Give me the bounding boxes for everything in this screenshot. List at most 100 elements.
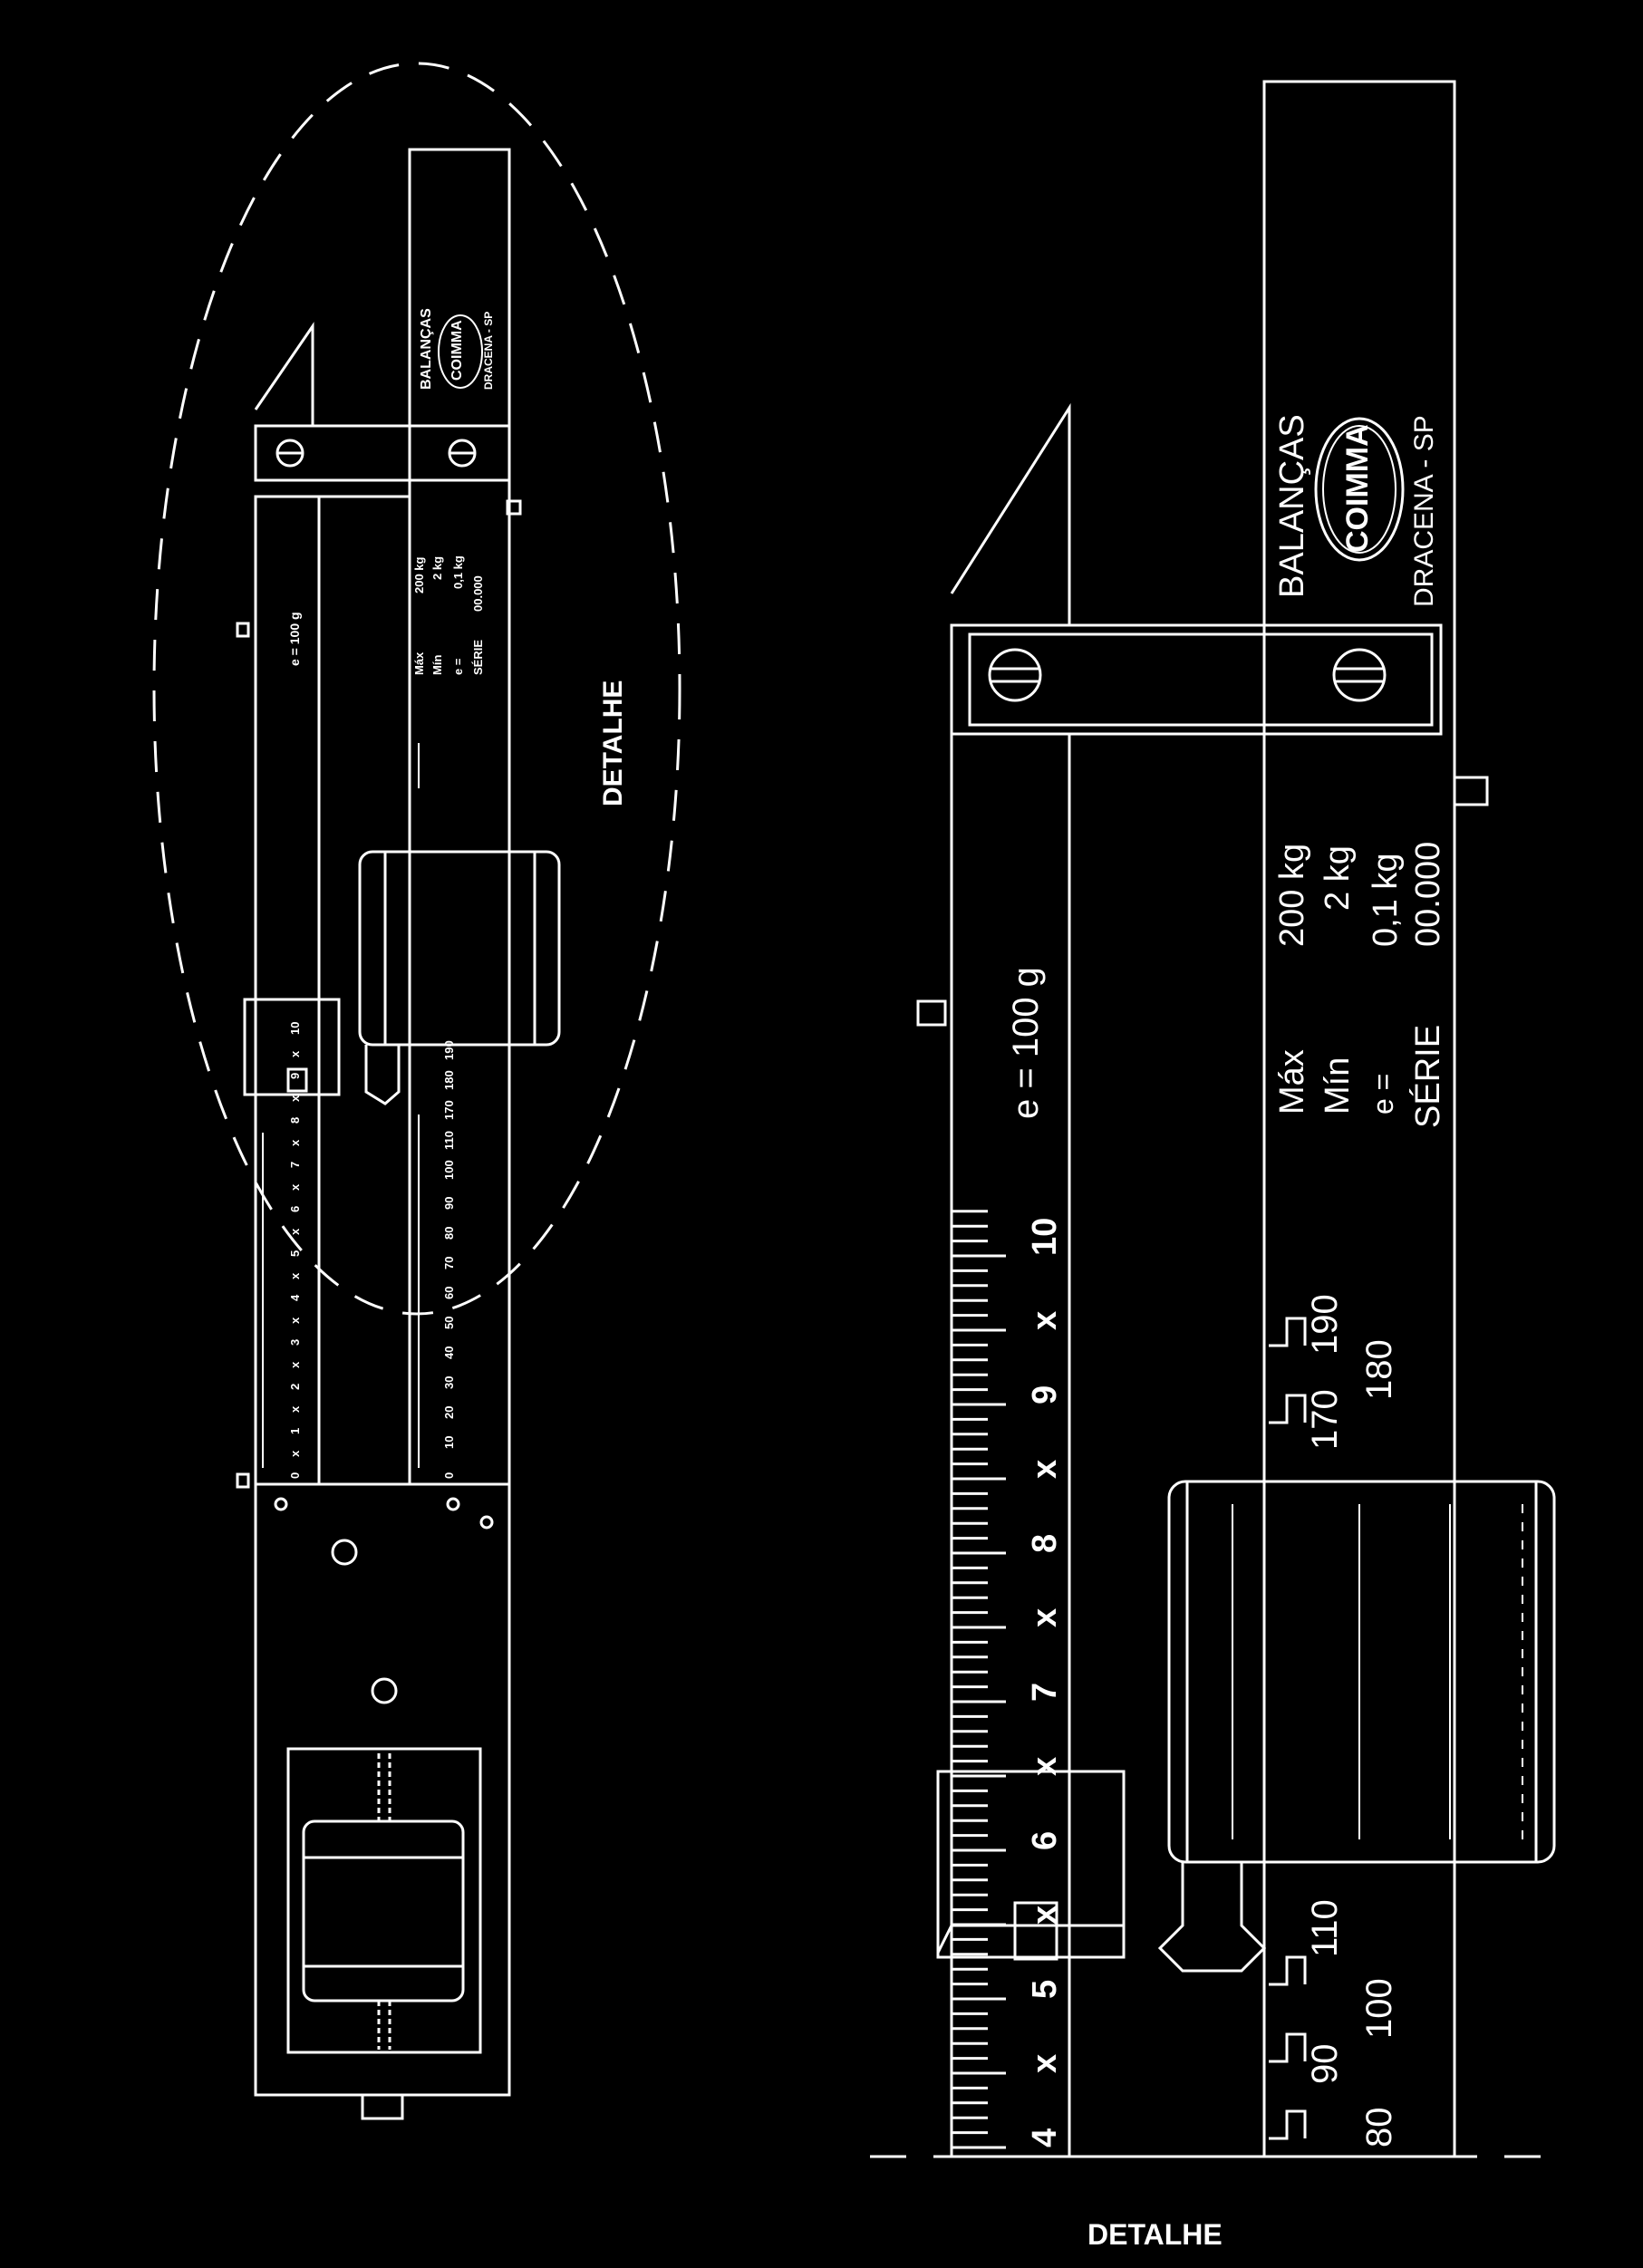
small-fine-scale-number: x xyxy=(288,1228,302,1235)
small-fine-scale-number: 6 xyxy=(288,1205,302,1212)
coarse-notch xyxy=(1269,2109,1307,2140)
brand-oval-icon xyxy=(438,314,483,389)
fine-division-label: e = 100 g xyxy=(1006,967,1046,1119)
small-fine-scale-number: x xyxy=(288,1183,302,1191)
spec-min-value: 2 kg xyxy=(1319,845,1357,911)
fine-scale-number: x xyxy=(1026,1905,1064,1925)
small-coarse-scale-number: 180 xyxy=(442,1070,456,1090)
coarse-scale-number: 170 xyxy=(1305,1389,1345,1450)
spec-max-label: Máx xyxy=(1273,1049,1311,1115)
small-coarse-scale-number: 80 xyxy=(442,1226,456,1240)
small-spec-serie-value: 00.000 xyxy=(471,575,485,612)
small-spec-max-value: 200 kg xyxy=(412,556,426,594)
spec-serie-value: 00.000 xyxy=(1409,841,1447,947)
spec-serie-label: SÉRIE xyxy=(1409,1024,1447,1128)
fine-scale-number: x xyxy=(1026,1310,1064,1330)
plate-beam xyxy=(1262,80,1456,2158)
bottom-detail-caption: DETALHE xyxy=(1087,2218,1223,2251)
coarse-beam-small xyxy=(408,148,511,1486)
screw-icon xyxy=(988,648,1042,702)
small-fine-scale-number: 10 xyxy=(288,1021,302,1035)
fine-scale-number: 10 xyxy=(1026,1217,1064,1256)
small-coarse-scale-number: 40 xyxy=(442,1346,456,1359)
clamp-bar xyxy=(254,424,511,482)
small-coarse-scale-number: 20 xyxy=(442,1405,456,1419)
small-coarse-scale-number: 60 xyxy=(442,1286,456,1299)
plate-brand: COIMMA xyxy=(1340,424,1375,553)
fine-scale-number: 4 xyxy=(1026,2128,1064,2147)
coarse-notch xyxy=(1269,1955,1307,1986)
coarse-scale-number: 190 xyxy=(1305,1294,1345,1355)
small-fine-scale-number: x xyxy=(288,1317,302,1324)
small-fine-scale-number: 5 xyxy=(288,1250,302,1257)
small-fine-scale-number: x xyxy=(288,1272,302,1279)
small-fine-division: e = 100 g xyxy=(287,612,302,666)
small-fine-scale-number: x xyxy=(288,1405,302,1413)
fine-scale-number: x xyxy=(1026,2053,1064,2073)
fine-scale-number: 7 xyxy=(1026,1682,1064,1702)
pointer-icon xyxy=(254,322,314,426)
small-fine-scale-number: 4 xyxy=(288,1294,302,1301)
fine-scale-number: x xyxy=(1026,1607,1064,1627)
detail-ellipse xyxy=(152,62,681,1316)
small-coarse-scale-number: 90 xyxy=(442,1196,456,1210)
load-cell-drum xyxy=(302,1819,465,2003)
overview-drawing xyxy=(152,62,681,2120)
coarse-scale-number: 180 xyxy=(1359,1339,1399,1400)
small-coarse-scale-number: 10 xyxy=(442,1435,456,1449)
coarse-scale-number: 80 xyxy=(1359,2107,1399,2148)
small-coarse-scale-number: 50 xyxy=(442,1316,456,1329)
small-coarse-scale-number: 70 xyxy=(442,1256,456,1269)
small-spec-e: e = xyxy=(451,658,465,675)
small-plate-line1: BALANÇAS xyxy=(419,308,434,390)
fine-beam-small xyxy=(254,495,321,1486)
small-fine-scale-number: 7 xyxy=(288,1161,302,1168)
small-coarse-scale-number: 100 xyxy=(442,1160,456,1180)
spec-e-label: e = xyxy=(1367,1073,1399,1115)
fine-scale-number: 9 xyxy=(1026,1385,1064,1404)
fine-scale-number: 8 xyxy=(1026,1533,1064,1553)
coarse-notches xyxy=(1269,1317,1307,2140)
plate-line1: BALANÇAS xyxy=(1273,414,1311,598)
sliding-weight xyxy=(1167,1480,1556,1864)
spec-max-value: 200 kg xyxy=(1273,843,1311,947)
small-spec-serie: SÉRIE xyxy=(471,639,485,675)
fine-scale-ticks xyxy=(952,1210,1006,2149)
small-spec-e-value: 0,1 kg xyxy=(451,555,465,589)
small-fine-scale-number: 3 xyxy=(288,1338,302,1346)
clamp-bar xyxy=(950,623,1443,736)
small-coarse-scale-number: 30 xyxy=(442,1375,456,1389)
small-coarse-scale-number: 190 xyxy=(442,1040,456,1060)
small-fine-scale-number: x xyxy=(288,1139,302,1146)
overview-detail-caption: DETALHE xyxy=(598,680,628,806)
coarse-notch xyxy=(1269,2032,1307,2063)
coarse-scale-number: 100 xyxy=(1359,1978,1399,2039)
small-plate-line3: DRACENA - SP xyxy=(482,311,495,390)
spec-min-label: Mín xyxy=(1319,1057,1357,1115)
sliding-weight-small xyxy=(358,850,561,1047)
coarse-scale-number: 110 xyxy=(1305,1899,1345,1957)
small-fine-scale-number: 8 xyxy=(288,1116,302,1124)
brand-oval-icon xyxy=(1314,417,1405,562)
small-fine-scale-number: x xyxy=(288,1050,302,1057)
small-fine-scale-number: x xyxy=(288,1361,302,1368)
fine-beam xyxy=(950,732,1071,2158)
small-coarse-scale-number: 170 xyxy=(442,1100,456,1120)
small-spec-min-value: 2 kg xyxy=(430,555,444,580)
load-cell-box xyxy=(286,1747,482,2054)
detail-drawing xyxy=(870,80,1559,2158)
small-coarse-scale-number: 110 xyxy=(442,1131,456,1150)
fine-scale-number: 6 xyxy=(1026,1830,1064,1850)
coarse-scale-number: 90 xyxy=(1305,2043,1345,2085)
plate-line3: DRACENA - SP xyxy=(1409,415,1439,607)
scale-base-frame xyxy=(254,1482,511,2097)
spec-e-value: 0,1 kg xyxy=(1367,853,1405,947)
small-fine-scale-number: 1 xyxy=(288,1427,302,1434)
small-coarse-scale-number: 0 xyxy=(442,1472,456,1479)
fine-scale-number: x xyxy=(1026,1756,1064,1776)
coarse-notch xyxy=(1269,1394,1307,1424)
small-spec-min: Mín xyxy=(430,654,444,675)
coarse-notch xyxy=(1269,1317,1307,1347)
fine-scale-number: x xyxy=(1026,1459,1064,1479)
